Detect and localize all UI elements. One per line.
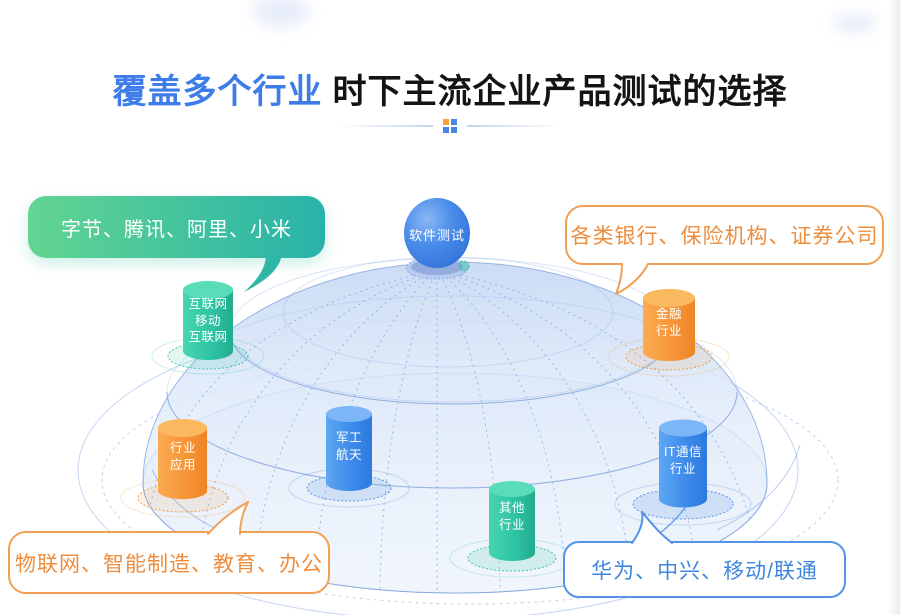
callout-tail bbox=[207, 501, 249, 535]
callout-text: 华为、中兴、移动/联通 bbox=[591, 559, 818, 583]
divider-line bbox=[337, 125, 433, 127]
decor-smudge bbox=[252, 0, 310, 28]
cylinder-label-industry-app: 行业 应用 bbox=[169, 441, 197, 472]
right-edge-tint bbox=[888, 0, 900, 615]
title-divider bbox=[0, 119, 900, 133]
orbit-ring-dashed bbox=[101, 355, 839, 605]
callout-telecom-companies: 华为、中兴、移动/联通 bbox=[563, 541, 846, 598]
callout-tail bbox=[615, 262, 649, 295]
page-title: 覆盖多个行业时下主流企业产品测试的选择 bbox=[0, 64, 900, 113]
divider-line bbox=[467, 125, 563, 127]
callout-text: 物联网、智能制造、教育、办公 bbox=[15, 552, 323, 576]
callout-tail bbox=[244, 254, 282, 292]
title-highlight: 覆盖多个行业 bbox=[112, 73, 323, 111]
callout-text: 各类银行、保险机构、证券公司 bbox=[570, 225, 879, 248]
decor-smudge bbox=[833, 14, 877, 32]
cylinder-label-military: 军工 航天 bbox=[335, 431, 363, 462]
callout-internet-companies: 字节、腾讯、阿里、小米 bbox=[28, 196, 325, 258]
cylinder-label-internet: 互联网 移动 互联网 bbox=[188, 297, 228, 344]
callout-industry-app-fields: 物联网、智能制造、教育、办公 bbox=[8, 531, 330, 594]
cylinder-internet bbox=[151, 281, 265, 375]
cylinder-finance bbox=[608, 289, 730, 377]
sphere-label: 软件测试 bbox=[408, 228, 466, 243]
grid-squares-icon bbox=[443, 119, 457, 133]
title-rest: 时下主流企业产品测试的选择 bbox=[332, 73, 788, 111]
cylinder-military bbox=[288, 406, 410, 508]
callout-text: 字节、腾讯、阿里、小米 bbox=[61, 218, 292, 241]
software-testing-sphere bbox=[404, 198, 470, 268]
decor-dotted-dot bbox=[458, 260, 470, 272]
cylinder-label-other: 其他 行业 bbox=[498, 501, 526, 532]
cylinder-label-it-telecom: IT通信 行业 bbox=[663, 445, 703, 476]
cylinder-label-finance: 金融 行业 bbox=[655, 307, 683, 338]
callout-finance-companies: 各类银行、保险机构、证券公司 bbox=[565, 205, 884, 265]
cylinder-it-telecom bbox=[614, 419, 752, 526]
cylinder-industry-app bbox=[120, 419, 246, 518]
callout-tail bbox=[631, 511, 673, 544]
